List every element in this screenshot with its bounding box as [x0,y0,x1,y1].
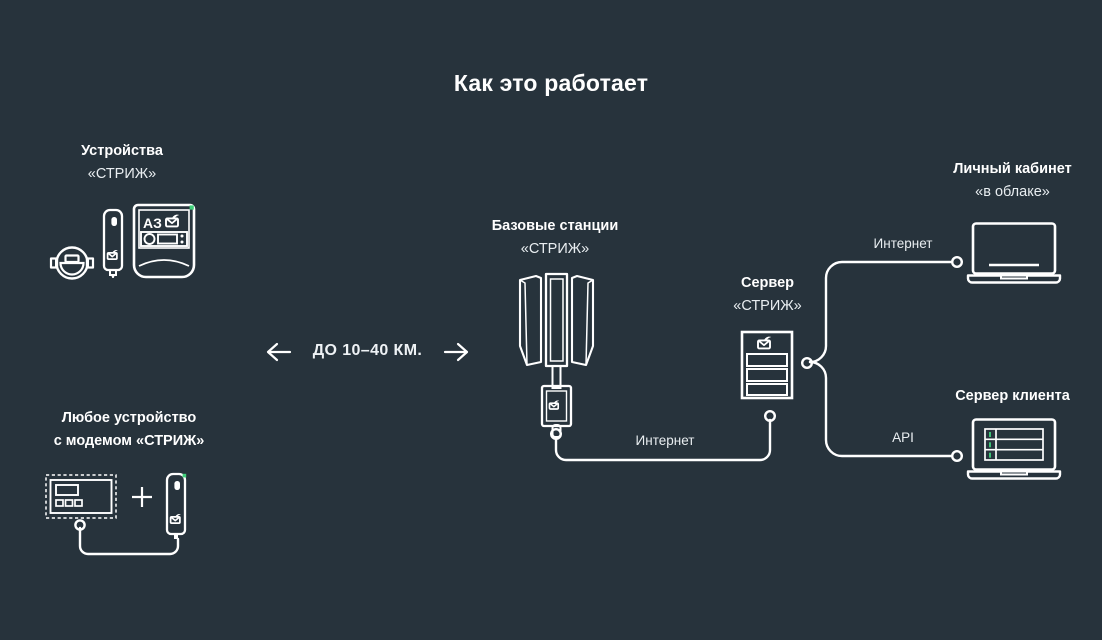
page-title: Как это работает [453,70,649,96]
gas-station-panel-icon: АЗ [130,203,198,281]
laptop-icon [966,222,1062,284]
client-server-label-line1: Сервер клиента [955,388,1070,404]
server-junction-dot [799,355,815,371]
base-stations-label-line1: Базовые станции [491,218,619,234]
cloud-account-label-line1: Личный кабинет [953,161,1072,177]
laptop-table-icon [966,418,1062,480]
distance-label: ДО 10–40 КМ. [312,342,423,359]
devices-label-line2: «СТРИЖ» [87,166,157,182]
devices-label-line1: Устройства [81,143,163,159]
server-label-line1: Сервер [740,275,795,291]
any-device-label-line2: с модемом «СТРИЖ» [53,433,205,449]
base-station-icon [512,272,602,438]
svg-text:АЗ: АЗ [143,215,162,231]
connector-bs-to-server: Интернет [540,405,790,475]
server-rack-icon [740,330,794,400]
sensor-modem-icon [99,207,127,280]
any-device-label-line1: Любое устройство [61,410,197,426]
node-server: Сервер «СТРИЖ» [685,272,850,318]
node-base-stations: Базовые станции «СТРИЖ» [455,215,655,261]
node-devices: Устройства «СТРИЖ» [22,140,222,186]
node-any-device: Любое устройство с модемом «СТРИЖ» [18,407,240,453]
water-meter-icon [48,238,96,284]
any-device-group-icons [44,472,209,572]
distance-connector: ДО 10–40 КМ. [255,336,480,368]
connector-server-to-cloud: Интернет [798,236,968,370]
connector-server-to-cloud-label: Интернет [873,236,933,251]
connector-server-to-client: API [798,360,968,472]
server-label-line2: «СТРИЖ» [733,298,802,314]
node-client-server: Сервер клиента [915,385,1102,408]
connector-bs-to-server-label: Интернет [635,433,695,448]
cloud-account-label-line2: «в облаке» [975,184,1050,200]
node-cloud-account: Личный кабинет «в облаке» [915,158,1102,204]
base-stations-label-line2: «СТРИЖ» [520,241,590,257]
connector-server-to-client-label: API [892,430,914,445]
